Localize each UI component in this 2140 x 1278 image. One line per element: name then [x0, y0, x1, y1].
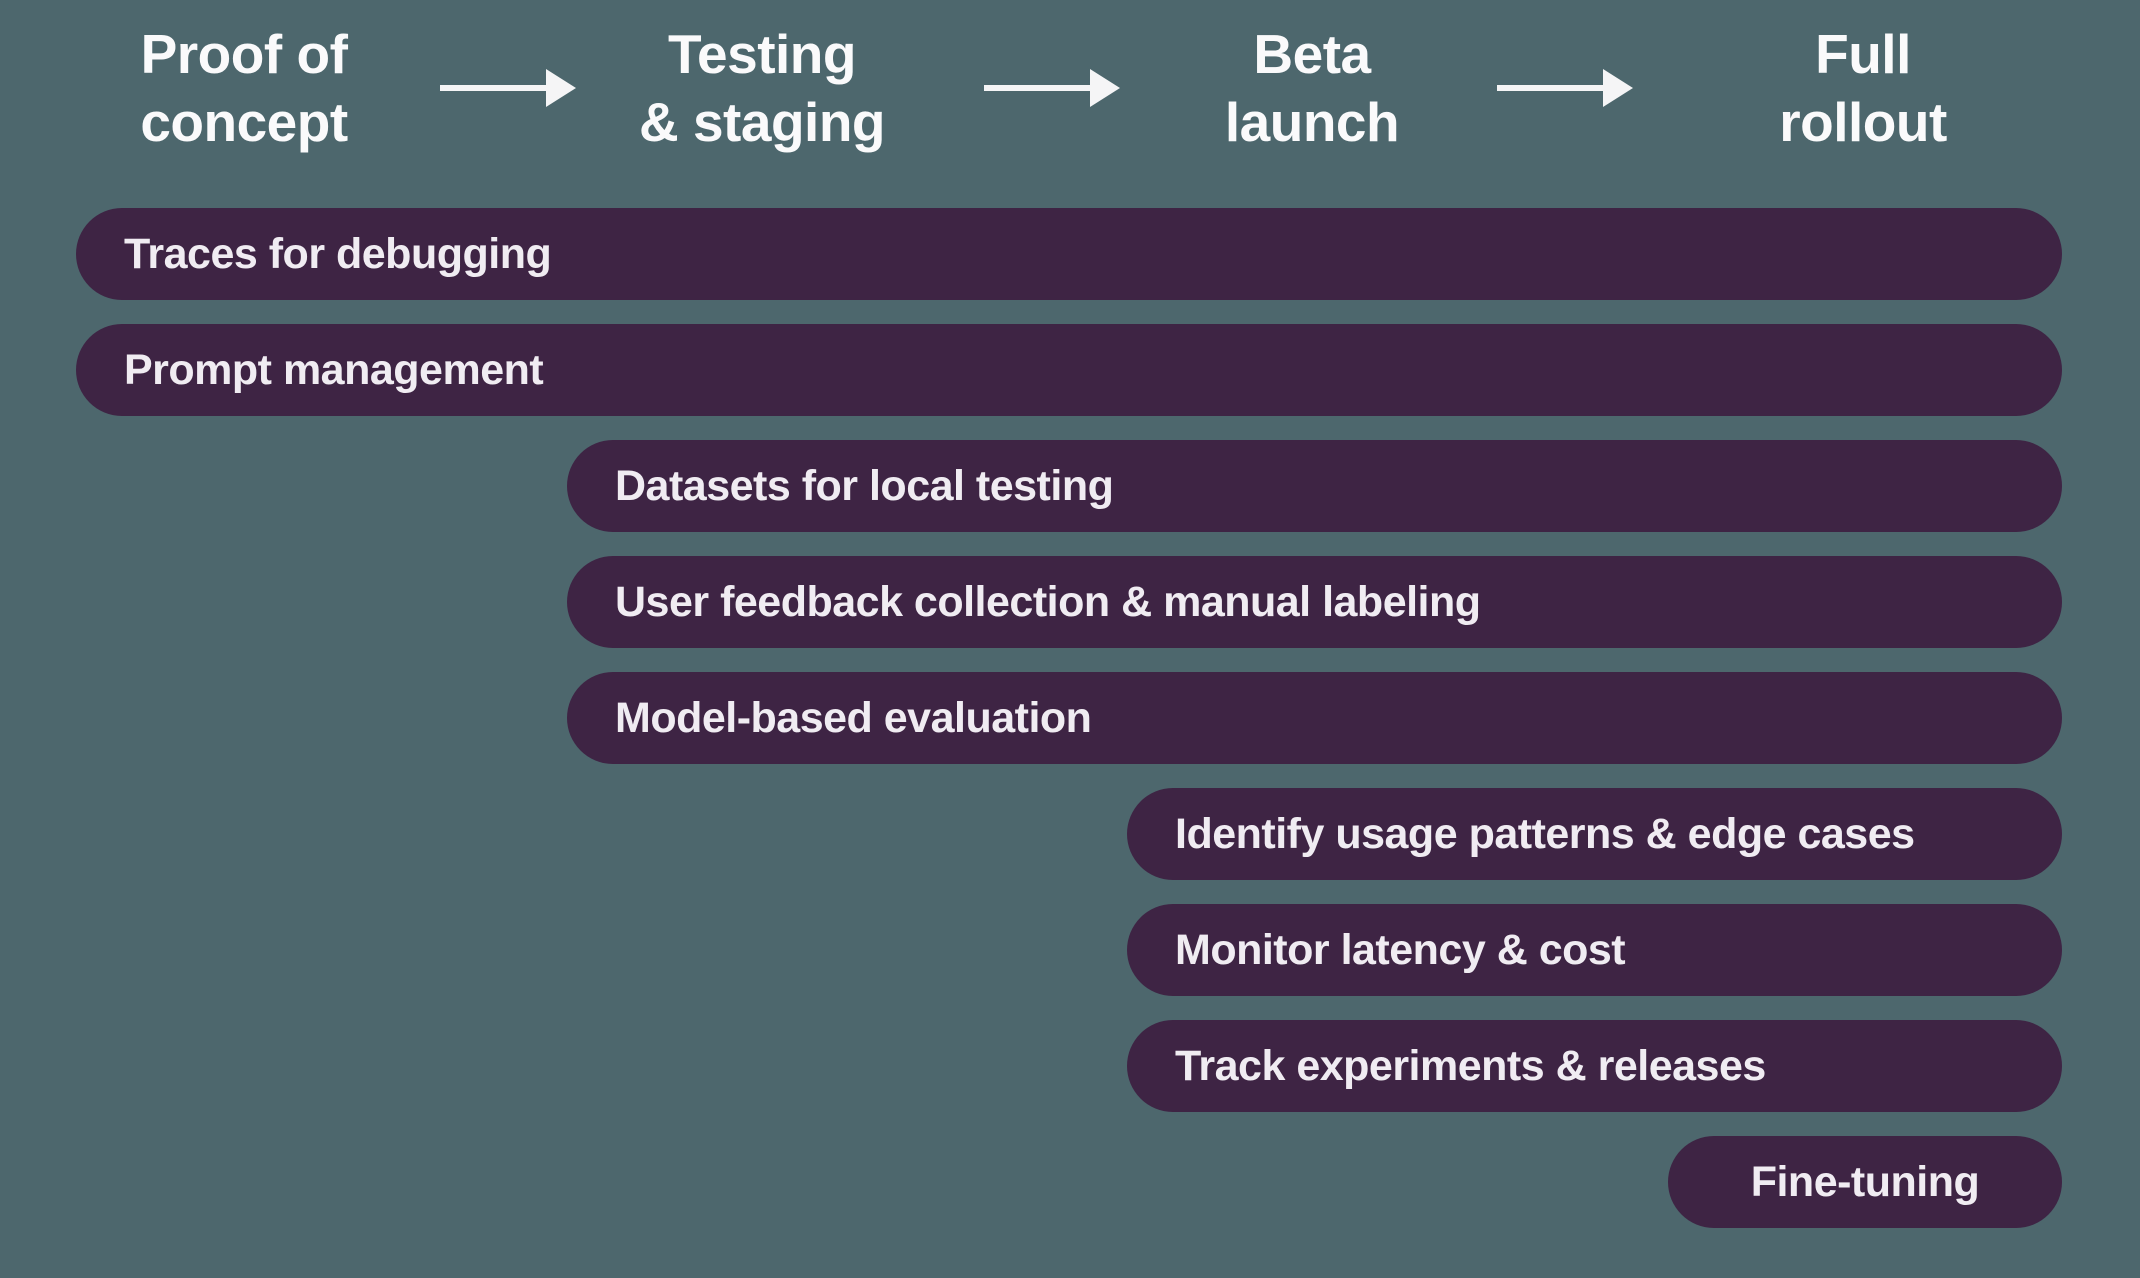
- phase-header-line: Testing: [668, 23, 856, 85]
- arrow-shaft: [440, 85, 550, 91]
- bar-label: Model-based evaluation: [615, 693, 1092, 742]
- phase-header-line: Proof of: [140, 23, 348, 85]
- bar-traces-for-debugging: Traces for debugging: [76, 208, 2062, 300]
- bar-label: Traces for debugging: [124, 229, 552, 278]
- arrow-head: [546, 69, 576, 107]
- phase-header-line: & staging: [638, 91, 886, 153]
- phase-header-full-rollout: Full rollout: [1779, 20, 1947, 156]
- bar-user-feedback-collection-manual-labeling: User feedback collection & manual labeli…: [567, 556, 2062, 648]
- arrow-right-icon: [984, 69, 1120, 107]
- bar-fine-tuning: Fine-tuning: [1668, 1136, 2062, 1228]
- bar-label: Datasets for local testing: [615, 461, 1114, 510]
- phase-header-line: rollout: [1779, 91, 1947, 153]
- arrow-head: [1603, 69, 1633, 107]
- phase-header-line: launch: [1224, 91, 1400, 153]
- arrow-right-icon: [440, 69, 576, 107]
- bar-label: Monitor latency & cost: [1175, 925, 1626, 974]
- bar-label: Identify usage patterns & edge cases: [1175, 809, 1915, 858]
- phase-header-proof-of-concept: Proof of concept: [140, 20, 348, 156]
- bar-track-experiments-releases: Track experiments & releases: [1127, 1020, 2062, 1112]
- arrow-shaft: [984, 85, 1094, 91]
- phase-header-line: Beta: [1253, 23, 1371, 85]
- phase-header-beta-launch: Beta launch: [1224, 20, 1400, 156]
- bar-monitor-latency-cost: Monitor latency & cost: [1127, 904, 2062, 996]
- phase-header-line: Full: [1815, 23, 1911, 85]
- bar-label: Prompt management: [124, 345, 544, 394]
- bar-label: Track experiments & releases: [1175, 1041, 1766, 1090]
- arrow-right-icon: [1497, 69, 1633, 107]
- bar-prompt-management: Prompt management: [76, 324, 2062, 416]
- phase-header-testing-staging: Testing & staging: [638, 20, 886, 156]
- arrow-shaft: [1497, 85, 1607, 91]
- arrow-head: [1090, 69, 1120, 107]
- bar-label: Fine-tuning: [1750, 1157, 1980, 1206]
- phase-header-line: concept: [140, 91, 348, 153]
- bar-datasets-for-local-testing: Datasets for local testing: [567, 440, 2062, 532]
- bar-identify-usage-patterns-edge-cases: Identify usage patterns & edge cases: [1127, 788, 2062, 880]
- bar-model-based-evaluation: Model-based evaluation: [567, 672, 2062, 764]
- bar-label: User feedback collection & manual labeli…: [615, 577, 1481, 626]
